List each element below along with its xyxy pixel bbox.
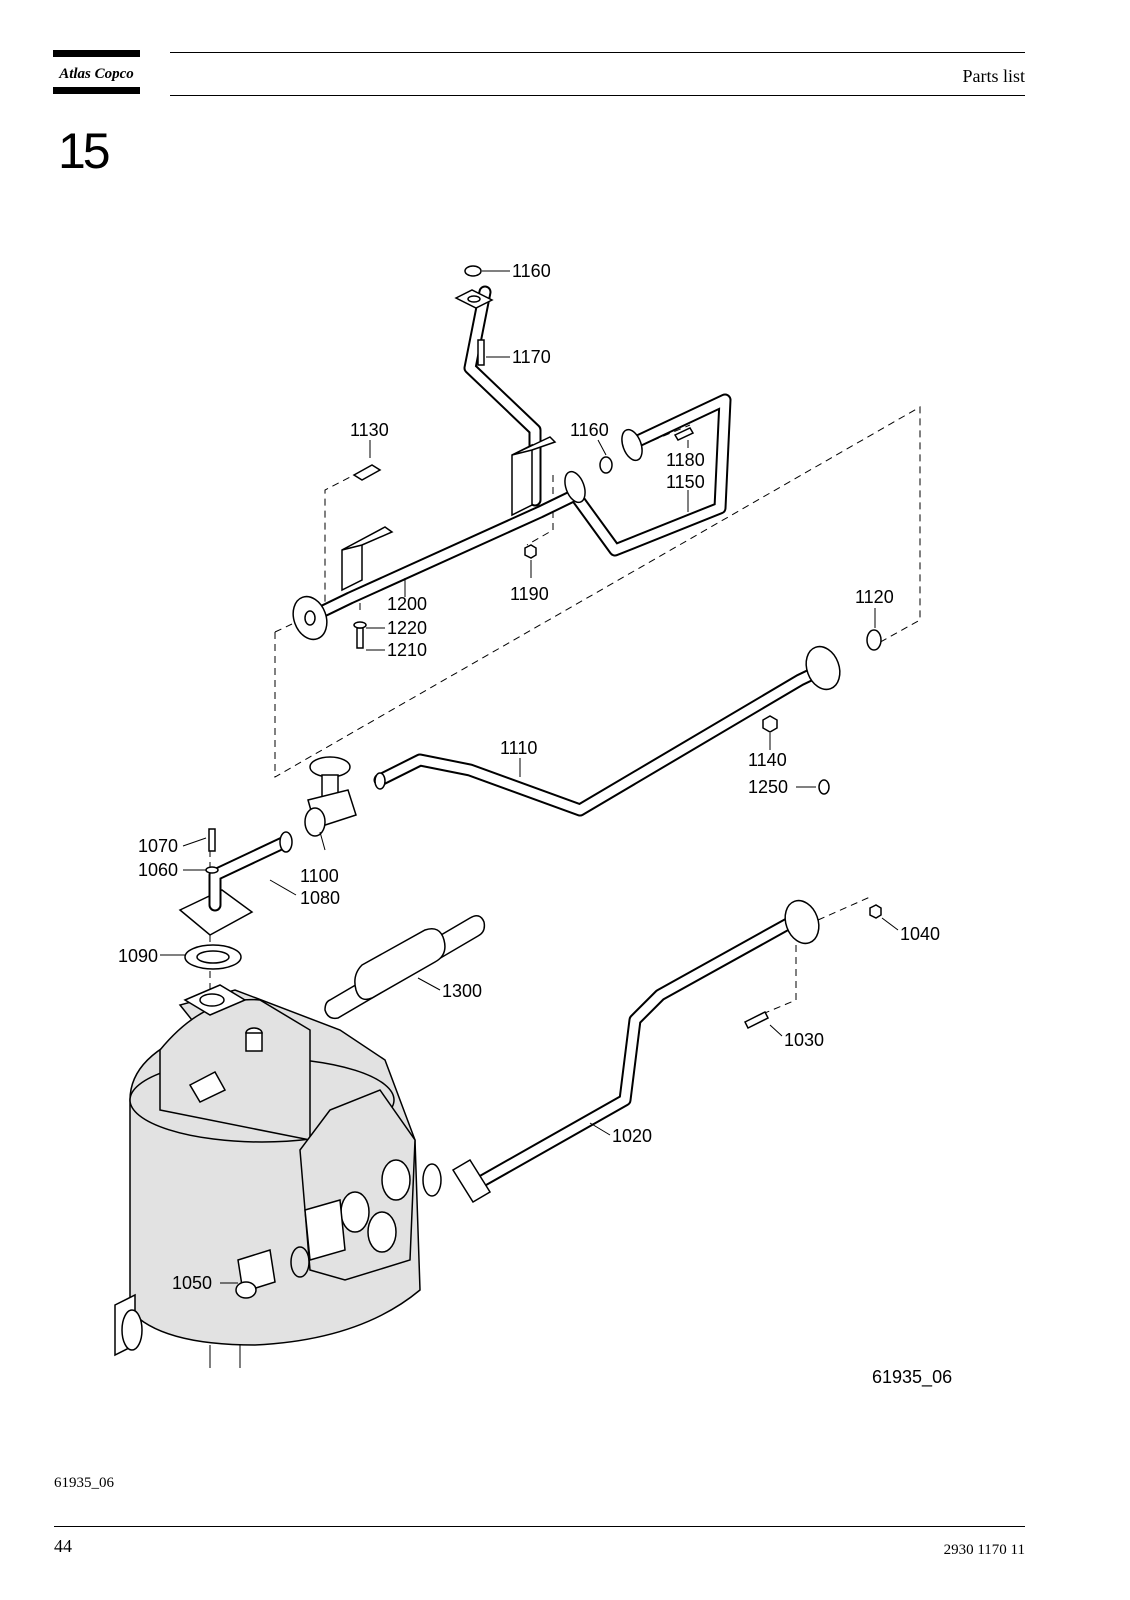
callout-1050: 1050 — [172, 1273, 212, 1293]
callout-1200: 1200 — [387, 594, 427, 614]
atlas-copco-logo: Atlas Copco — [53, 50, 140, 94]
drawing-id: 61935_06 — [872, 1367, 952, 1388]
callout-1170: 1170 — [512, 347, 551, 367]
callout-1110: 1110 — [500, 738, 537, 758]
silencer-1300 — [324, 915, 486, 1020]
document-number: 2930 1170 11 — [943, 1542, 1025, 1558]
callout-1120: 1120 — [855, 587, 894, 607]
pipe-flange — [451, 1158, 492, 1204]
pipe-flange — [621, 428, 643, 462]
lower-pipe-1020 — [451, 899, 882, 1204]
adapter-1080 — [178, 828, 293, 970]
callout-1300: 1300 — [442, 981, 482, 1001]
callout-1100: 1100 — [300, 866, 339, 886]
callout-1090: 1090 — [118, 946, 158, 966]
figure-caption: 61935_06 — [54, 1475, 114, 1491]
nut-icon — [869, 904, 882, 919]
callout-1130: 1130 — [350, 420, 389, 440]
o-ring-icon — [599, 456, 613, 474]
callout-1040: 1040 — [900, 924, 940, 944]
callout-1140: 1140 — [748, 750, 787, 770]
callout-labels: 1160 1170 1130 1160 1180 1150 1200 1220 … — [118, 261, 952, 1388]
pipe-flange — [292, 595, 328, 641]
seal-ring-icon — [818, 779, 830, 795]
callout-1190: 1190 — [510, 584, 549, 604]
callout-1070: 1070 — [138, 836, 178, 856]
gasket-1090 — [184, 944, 242, 970]
callout-1160: 1160 — [512, 261, 551, 281]
svg-text:Atlas Copco: Atlas Copco — [58, 66, 134, 82]
middle-pipe-1110 — [373, 629, 882, 817]
callout-1030: 1030 — [784, 1030, 824, 1050]
callout-1080: 1080 — [300, 888, 340, 908]
pipe-flange — [564, 470, 586, 504]
bolt-icon — [477, 339, 485, 366]
callout-1020: 1020 — [612, 1126, 652, 1146]
footer-rule — [54, 1526, 1025, 1527]
nut-icon — [762, 715, 778, 733]
header-title: Parts list — [962, 66, 1025, 86]
washer-icon — [353, 621, 367, 629]
section-number: 15 — [58, 123, 111, 179]
callout-leaders — [160, 270, 899, 1284]
callout-1220: 1220 — [387, 618, 427, 638]
valve-1100 — [304, 756, 357, 837]
nut-icon — [524, 544, 537, 559]
callout-1210: 1210 — [387, 640, 427, 660]
page-number: 44 — [54, 1536, 72, 1556]
bolt-icon — [356, 627, 364, 649]
callout-1160: 1160 — [570, 420, 609, 440]
header-top-rule — [170, 52, 1025, 53]
header-bottom-rule — [170, 95, 1025, 96]
callout-1250: 1250 — [748, 777, 788, 797]
bolt-icon — [743, 1010, 770, 1030]
callout-1060: 1060 — [138, 860, 178, 880]
pipe-flange — [454, 289, 494, 309]
separator-housing — [114, 984, 442, 1368]
callout-1180: 1180 — [666, 450, 705, 470]
upper-pipe-assembly — [292, 265, 732, 649]
callout-1150: 1150 — [666, 472, 705, 492]
o-ring-icon — [464, 265, 482, 277]
washer-icon — [205, 866, 219, 874]
